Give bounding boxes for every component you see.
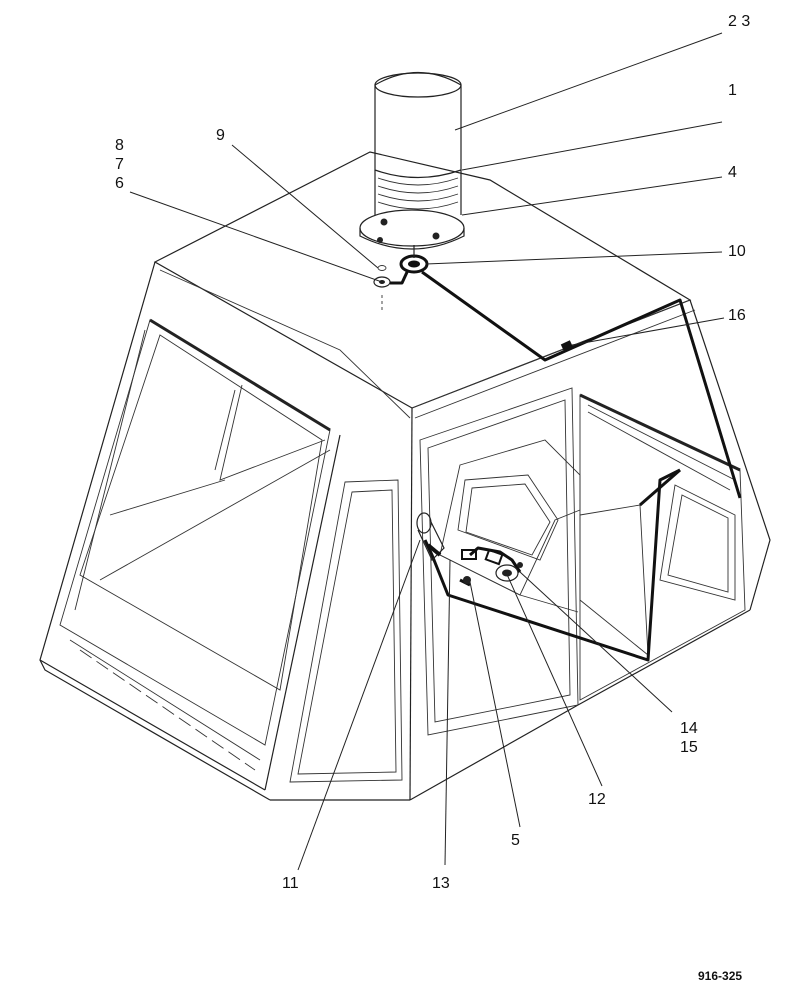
callout-6: 6 [115, 175, 124, 192]
figure-number: 916-325 [698, 969, 742, 983]
callout-9: 9 [216, 127, 225, 144]
relay-connector [484, 548, 523, 582]
washer-bolt [373, 265, 391, 312]
callout-15: 15 [680, 739, 698, 756]
callout-12: 12 [588, 791, 606, 808]
leader-lines [129, 32, 725, 871]
wiring-harness [390, 269, 742, 662]
callout-8: 8 [115, 137, 124, 154]
callout-16: 16 [728, 307, 746, 324]
callout-4: 4 [728, 164, 737, 181]
rotating-beacon [359, 71, 465, 250]
callout-5: 5 [511, 832, 520, 849]
cab-body [39, 151, 771, 801]
callout-14: 14 [680, 720, 698, 737]
callout-1: 1 [728, 82, 737, 99]
callout-labels: 2 3 1 4 10 16 8 7 6 9 14 15 12 5 13 11 [115, 13, 750, 892]
callout-13: 13 [432, 875, 450, 892]
rocker-switch [416, 512, 445, 562]
callout-10: 10 [728, 243, 746, 260]
callout-7: 7 [115, 156, 124, 173]
callout-11: 11 [282, 875, 299, 892]
fuse-holder [461, 549, 477, 584]
callout-2-3: 2 3 [728, 13, 750, 30]
